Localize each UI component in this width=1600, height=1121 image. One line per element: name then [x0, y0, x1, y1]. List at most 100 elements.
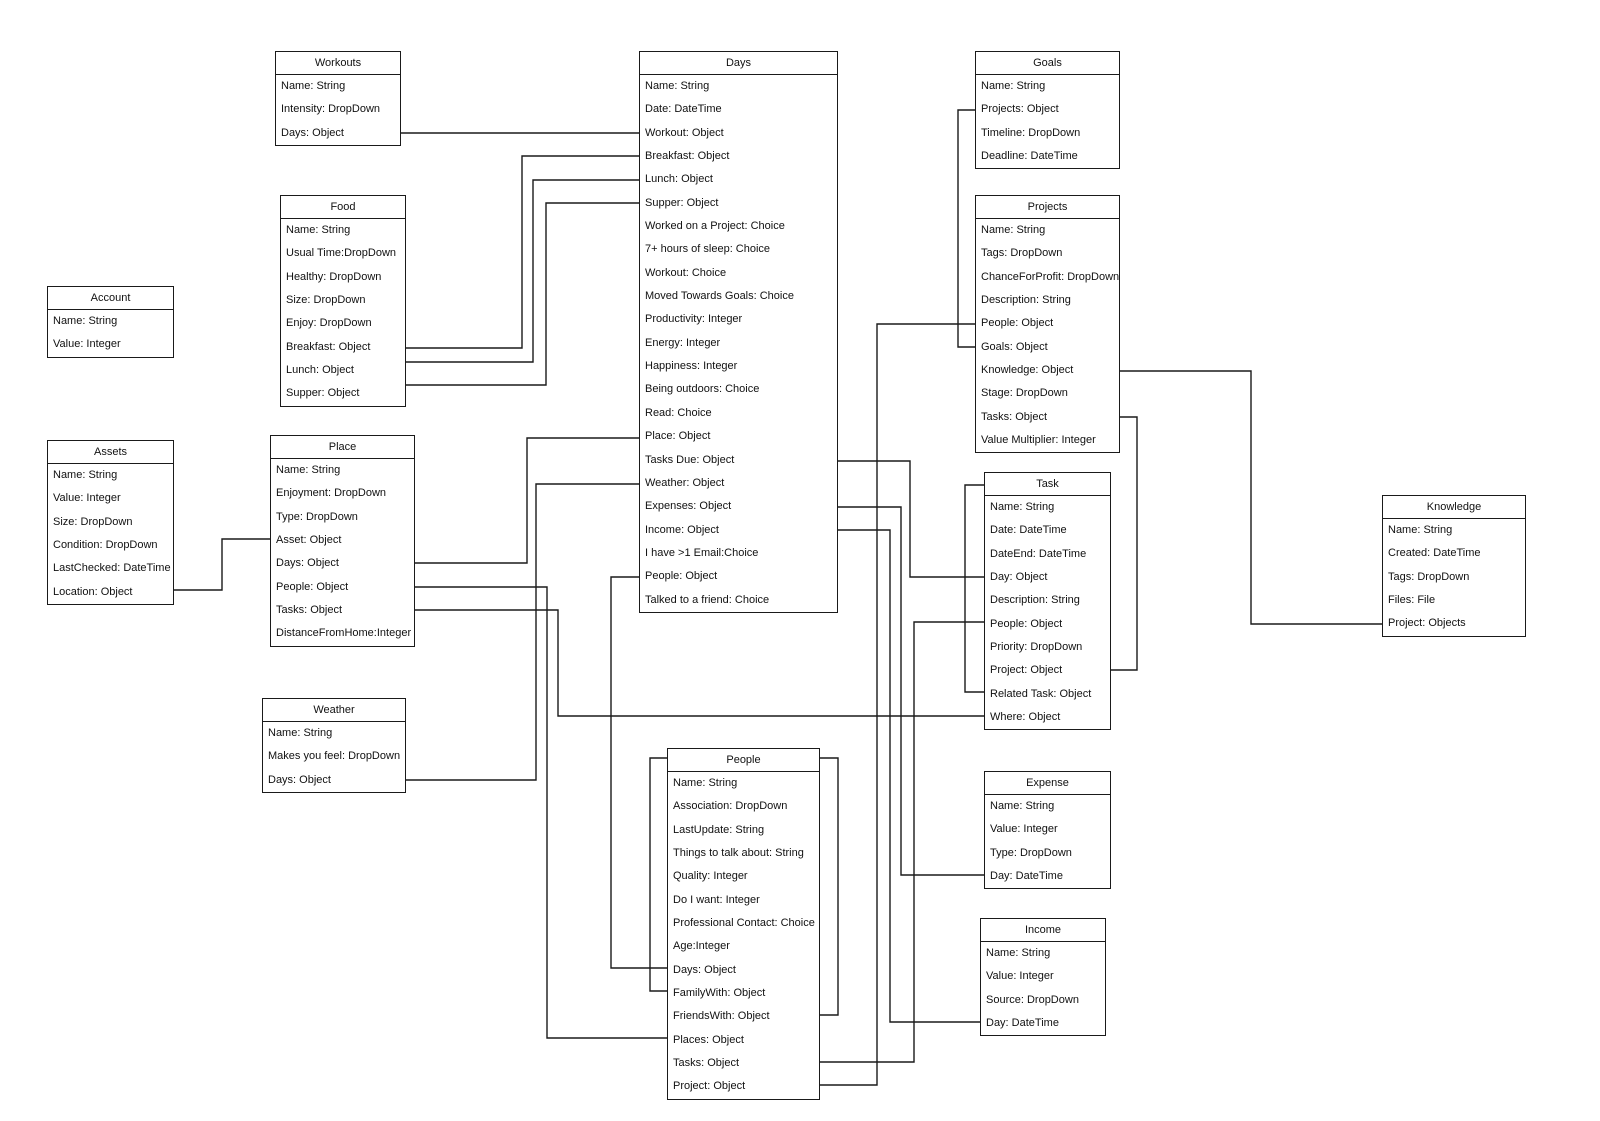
entity-field: LastChecked: DateTime [53, 562, 171, 575]
entity-field: Projects: Object [981, 103, 1059, 116]
entity-field: Weather: Object [645, 476, 725, 489]
entity-field: Breakfast: Object [645, 150, 730, 163]
relation-place-task-where [415, 609, 984, 717]
entity-field: ChanceForProfit: DropDown [981, 270, 1119, 283]
entity-field: People: Object [990, 617, 1063, 630]
relation-place-people [415, 586, 667, 1039]
entity-field: Day: DateTime [990, 870, 1063, 883]
entity-field: Name: String [53, 469, 118, 481]
entity-field: Name: String [981, 224, 1046, 236]
relation-weather-days [406, 483, 639, 781]
entity-field: Healthy: DropDown [286, 270, 382, 283]
entity-title: Task [985, 473, 1110, 496]
entity-field: Files: File [1388, 594, 1436, 607]
entity-field: Days: Object [268, 773, 331, 786]
relation-projects-task [1111, 416, 1138, 671]
relation-people-task [820, 621, 984, 1063]
entity-field: Created: DateTime [1388, 547, 1481, 560]
entity-title: Knowledge [1383, 496, 1525, 519]
relation-food-supper [406, 202, 639, 386]
entity-field: Places: Object [673, 1033, 744, 1046]
entity-field: Size: DropDown [286, 294, 366, 307]
entity-field: Name: String [286, 224, 351, 236]
entity-field: LastUpdate: String [673, 823, 765, 836]
entity-field: Name: String [281, 80, 346, 92]
entity-field: People: Object [645, 570, 718, 583]
entity-field: Professional Contact: Choice [673, 917, 815, 930]
relation-food-lunch [406, 179, 639, 363]
entity-field: Workout: Choice [645, 266, 727, 279]
entity-title: Account [48, 287, 173, 310]
entity-field: Tags: DropDown [1388, 570, 1470, 583]
entity-field: 7+ hours of sleep: Choice [645, 243, 771, 256]
entity-field: Income: Object [645, 523, 719, 536]
entity-field: Days: Object [276, 557, 339, 570]
entity-field: Condition: DropDown [53, 539, 158, 552]
entity-field: Name: String [673, 777, 738, 789]
relation-days-task-due [838, 460, 984, 578]
entity-field: Name: String [990, 501, 1055, 513]
entity-field: Location: Object [53, 585, 133, 598]
entity-field: Tasks: Object [673, 1057, 740, 1070]
entity-field: Deadline: DateTime [981, 150, 1078, 163]
entity-field: Day: Object [990, 571, 1048, 584]
relation-task-related [964, 484, 984, 693]
entity-title: Food [281, 196, 405, 219]
entity-field: Description: String [990, 594, 1080, 607]
entity-field: Day: DateTime [986, 1017, 1059, 1030]
entity-field: Name: String [268, 727, 333, 739]
entity-field: Workout: Object [645, 126, 724, 139]
entity-field: Tasks Due: Object [645, 453, 735, 466]
entity-field: Breakfast: Object [286, 340, 371, 353]
entity-field: Type: DropDown [276, 510, 358, 523]
relation-days-people [610, 576, 667, 969]
entity-title: People [668, 749, 819, 772]
relation-days-expense [838, 506, 984, 876]
entity-field: Name: String [981, 80, 1046, 92]
entity-field: People: Object [981, 317, 1054, 330]
relation-people-project [820, 323, 975, 1086]
entity-field: People: Object [276, 580, 349, 593]
entity-field: Type: DropDown [990, 846, 1072, 859]
entity-field: Supper: Object [645, 196, 719, 209]
entity-field: Name: String [53, 315, 118, 327]
entity-field: Worked on a Project: Choice [645, 220, 785, 233]
entity-field: Read: Choice [645, 406, 712, 419]
entity-field: Quality: Integer [673, 870, 748, 883]
entity-title: Assets [48, 441, 173, 464]
entity-field: Description: String [981, 294, 1071, 307]
entity-field: Productivity: Integer [645, 313, 743, 326]
entity-field: Things to talk about: String [673, 847, 804, 860]
relation-people-friends [820, 757, 839, 1016]
entity-field: Stage: DropDown [981, 387, 1068, 400]
entity-title: Workouts [276, 52, 400, 75]
entity-field: Moved Towards Goals: Choice [645, 290, 794, 303]
entity-field: FriendsWith: Object [673, 1010, 770, 1023]
entity-field: Intensity: DropDown [281, 103, 381, 116]
entity-field: Name: String [990, 800, 1055, 812]
entity-field: Place: Object [645, 430, 711, 443]
entity-field: Goals: Object [981, 340, 1048, 353]
entity-field: Makes you feel: DropDown [268, 750, 401, 763]
entity-field: Usual Time:DropDown [286, 247, 397, 260]
entity-field: Lunch: Object [645, 173, 713, 186]
entity-field: Priority: DropDown [990, 641, 1083, 654]
entity-field: Date: DateTime [990, 524, 1067, 537]
entity-field: Value Multiplier: Integer [981, 434, 1096, 447]
entity-field: Name: String [986, 947, 1051, 959]
relation-projects-knowledge [1120, 370, 1382, 625]
entity-field: Energy: Integer [645, 336, 721, 349]
entity-title: Income [981, 919, 1105, 942]
entity-title: Days [640, 52, 837, 75]
